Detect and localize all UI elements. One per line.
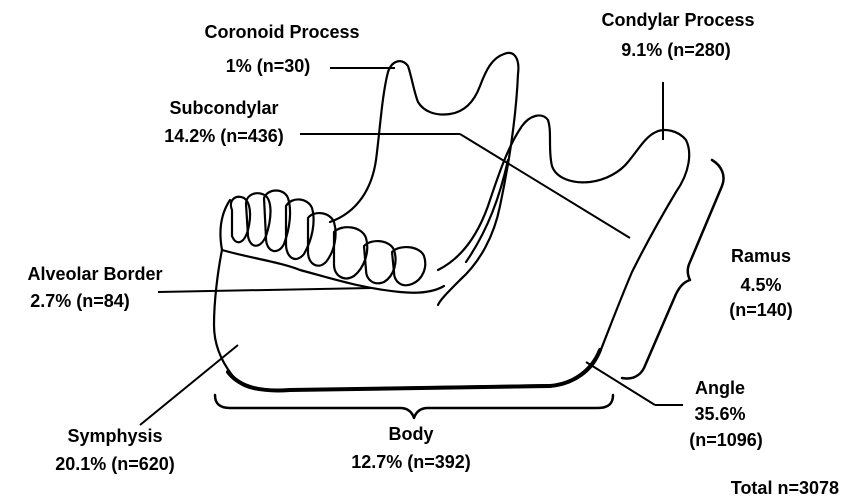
label-ramus: Ramus 4.5% (n=140) — [729, 246, 793, 320]
label-angle-pct: 35.6% — [694, 404, 745, 424]
label-alveolar: Alveolar Border 2.7% (n=84) — [27, 264, 162, 311]
label-condylar-stat: 9.1% (n=280) — [621, 40, 731, 60]
label-alveolar-name: Alveolar Border — [27, 264, 162, 284]
tooth — [334, 227, 367, 278]
label-ramus-name: Ramus — [731, 246, 791, 266]
label-symphysis-name: Symphysis — [67, 426, 162, 446]
tooth — [364, 241, 396, 283]
mandible-outer-outline — [214, 115, 689, 390]
label-coronoid-name: Coronoid Process — [204, 22, 359, 42]
label-body: Body 12.7% (n=392) — [351, 424, 471, 472]
subcondylar-leader-diagonal — [460, 134, 630, 238]
label-angle: Angle 35.6% (n=1096) — [689, 378, 763, 450]
teeth — [222, 191, 444, 293]
label-condylar: Condylar Process 9.1% (n=280) — [601, 10, 754, 60]
body-bracket — [215, 395, 613, 418]
label-body-stat: 12.7% (n=392) — [351, 452, 471, 472]
total-count: Total n=3078 — [731, 478, 839, 498]
alveolar-leader — [158, 288, 372, 292]
label-alveolar-stat: 2.7% (n=84) — [30, 291, 130, 311]
tooth — [392, 247, 425, 285]
symphysis-leader — [140, 345, 238, 425]
mandible-illustration — [214, 53, 689, 390]
label-condylar-name: Condylar Process — [601, 10, 754, 30]
label-symphysis-stat: 20.1% (n=620) — [55, 454, 175, 474]
label-angle-n: (n=1096) — [689, 430, 763, 450]
ramus-bracket — [622, 160, 724, 379]
label-ramus-n: (n=140) — [729, 300, 793, 320]
label-symphysis: Symphysis 20.1% (n=620) — [55, 426, 175, 474]
label-coronoid-stat: 1% (n=30) — [226, 56, 311, 76]
label-subcondylar: Subcondylar 14.2% (n=436) — [164, 98, 284, 146]
label-subcondylar-name: Subcondylar — [169, 98, 278, 118]
label-body-name: Body — [389, 424, 434, 444]
label-ramus-pct: 4.5% — [740, 275, 781, 295]
label-angle-name: Angle — [695, 378, 745, 398]
label-subcondylar-stat: 14.2% (n=436) — [164, 126, 284, 146]
inferior-border — [228, 350, 600, 390]
